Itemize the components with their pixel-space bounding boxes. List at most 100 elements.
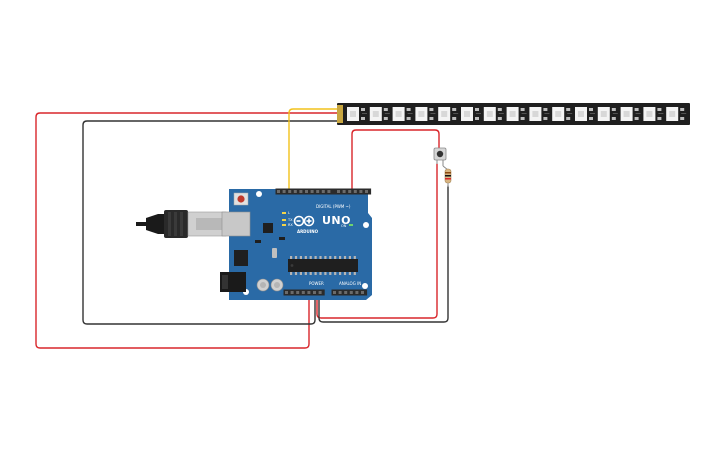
header-pin-~9[interactable] <box>310 190 314 193</box>
header-pin-~3[interactable] <box>348 190 352 193</box>
header-pin-RX 0[interactable] <box>365 190 368 193</box>
chip-leg <box>339 256 342 259</box>
strip-pixel-die <box>600 111 607 117</box>
usb-cable-plug-ridge <box>174 212 177 236</box>
strip-pixel-cap <box>611 117 616 120</box>
chip-leg <box>348 272 351 275</box>
strip-pixel-die <box>555 111 562 117</box>
header-pin-IOREF[interactable] <box>285 291 288 294</box>
chip-leg <box>329 256 332 259</box>
header-pin-TX 1[interactable] <box>359 190 363 193</box>
resistor[interactable] <box>442 165 452 187</box>
analog-header-label: ANALOG IN <box>339 281 361 286</box>
strip-pixel-die <box>669 111 676 117</box>
strip-pixel-cap <box>429 108 434 111</box>
strip-pixel-cap <box>406 108 411 111</box>
smd-part <box>279 237 285 240</box>
digital-header <box>275 188 372 195</box>
chip-leg <box>319 256 322 259</box>
chip-leg <box>294 256 298 259</box>
header-pin-GND[interactable] <box>307 291 311 294</box>
header-pin-2[interactable] <box>353 190 357 193</box>
header-pin-5V[interactable] <box>301 291 305 294</box>
reset-button[interactable] <box>237 195 245 203</box>
header-pin-8[interactable] <box>316 190 320 193</box>
strip-pixel <box>666 107 687 121</box>
atmega-chip <box>288 259 358 272</box>
chip-leg <box>329 272 332 275</box>
header-pin-12[interactable] <box>293 190 297 193</box>
header-pin-4[interactable] <box>342 190 346 193</box>
chip-leg <box>339 272 342 275</box>
led-strip[interactable] <box>337 103 690 125</box>
strip-pixel-cap <box>452 117 457 120</box>
strip-pixel-cap <box>657 117 662 120</box>
chip-leg <box>348 256 351 259</box>
header-pin-7[interactable] <box>321 190 325 193</box>
header-pin-RESET[interactable] <box>290 291 294 294</box>
strip-pixel-die <box>532 111 539 117</box>
header-pin-A2[interactable] <box>344 291 348 294</box>
header-pin-GND[interactable] <box>282 190 286 193</box>
strip-pixel <box>483 107 504 121</box>
arduino-board[interactable]: L TX RX ON ARDUINO UNO DIGITAL (PWM ~) P… <box>220 188 372 301</box>
usb-cable[interactable] <box>136 210 227 238</box>
strip-pixel-die <box>441 111 448 117</box>
wire-5v-to-strip[interactable] <box>35 112 344 349</box>
capacitor-top <box>274 282 280 288</box>
header-pin-A5[interactable] <box>361 291 364 294</box>
header-pin-Vin[interactable] <box>318 291 322 294</box>
strip-pixel-cap <box>383 117 388 120</box>
chip-leg <box>304 272 307 275</box>
header-pin-A1[interactable] <box>338 291 342 294</box>
header-pin-~5[interactable] <box>337 190 340 193</box>
chip-leg <box>290 272 293 275</box>
strip-pixel-cap <box>566 108 571 111</box>
strip-pixel-cap <box>657 108 662 111</box>
chip-leg <box>343 256 347 259</box>
led-rx <box>282 224 286 226</box>
header-pin-~10[interactable] <box>305 190 308 193</box>
strip-pixel <box>552 107 573 121</box>
strip-pixel-cap <box>634 117 639 120</box>
push-button[interactable] <box>433 147 447 166</box>
usb-cable-metal-inner <box>196 218 222 230</box>
chip-leg <box>299 256 302 259</box>
strip-pixel-die <box>418 111 425 117</box>
strip-pixels <box>347 107 687 121</box>
header-pin-A4[interactable] <box>355 291 359 294</box>
header-pin-~6[interactable] <box>327 190 331 193</box>
led-l <box>282 212 286 214</box>
chip-leg <box>353 272 356 275</box>
wire-pin-to-button[interactable] <box>351 129 440 194</box>
strip-pixel <box>392 107 413 121</box>
header-pin-GND[interactable] <box>313 291 316 294</box>
strip-pixel-cap <box>520 117 525 120</box>
wire-gnd-to-strip[interactable] <box>82 120 344 325</box>
led-tx <box>282 219 286 221</box>
wire-data-to-strip[interactable] <box>288 108 344 194</box>
regulator <box>234 250 248 266</box>
chip-leg <box>309 256 312 259</box>
header-pin-13[interactable] <box>288 190 292 193</box>
strip-pixel-cap <box>452 108 457 111</box>
wire-button-to-5v[interactable] <box>316 163 438 319</box>
header-pin-3.3V[interactable] <box>296 291 300 294</box>
header-pin-AREF[interactable] <box>277 190 280 193</box>
strip-pixel-die <box>509 111 516 117</box>
header-pin-~11[interactable] <box>299 190 303 193</box>
header-pin-A3[interactable] <box>349 291 353 294</box>
mount-hole <box>363 222 369 228</box>
strip-pixel-cap <box>429 117 434 120</box>
wire-resistor-to-gnd[interactable] <box>318 185 449 323</box>
strip-pixel <box>347 107 367 121</box>
strip-pixel-cap <box>543 108 548 111</box>
header-pin-A0[interactable] <box>333 291 336 294</box>
resistor-band <box>445 178 451 180</box>
chip-leg <box>324 256 327 259</box>
strip-pixel-cap <box>566 117 571 120</box>
strip-connector <box>337 105 343 123</box>
smd-part <box>255 240 261 243</box>
strip-pixel <box>643 107 664 121</box>
strip-pixel-cap <box>406 117 411 120</box>
